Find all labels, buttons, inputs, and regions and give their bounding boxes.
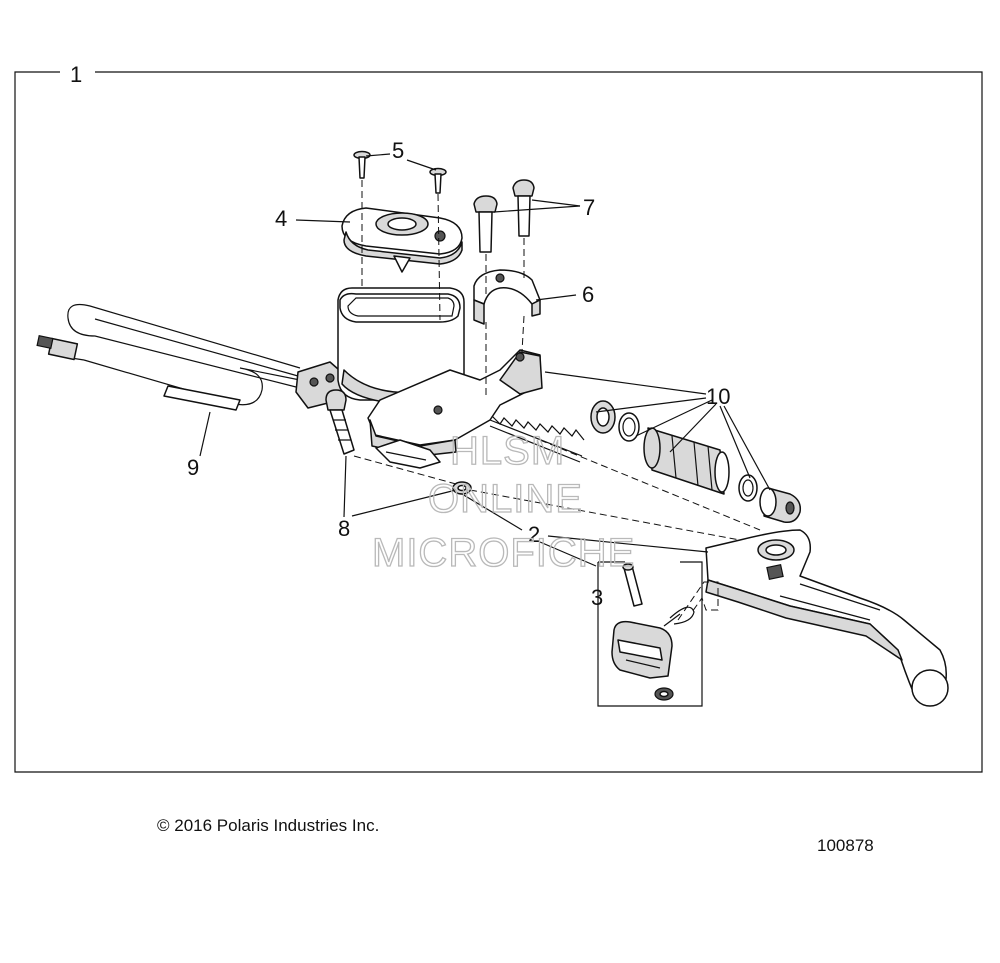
- assembly-frame: [14, 71, 983, 773]
- master-cylinder-body: [337, 287, 543, 469]
- leader-lines: [199, 153, 771, 567]
- part-3-adjuster-kit: [597, 561, 719, 707]
- callout-8: 8: [338, 516, 350, 541]
- callout-1: 1: [70, 62, 82, 87]
- part-10-piston-kit: [489, 400, 802, 524]
- callout-2: 2: [528, 522, 540, 547]
- callout-9: 9: [187, 455, 199, 480]
- watermark-line-2: ONLINE: [428, 477, 583, 521]
- copyright-text: © 2016 Polaris Industries Inc.: [157, 816, 380, 835]
- part-8-pivot-bolt: [325, 389, 472, 495]
- watermark-line-1: HLSM: [450, 429, 565, 473]
- part-7-clamp-bolts: [473, 179, 535, 253]
- callout-7: 7: [583, 195, 595, 220]
- part-9-brake-switch-harness: [36, 303, 301, 411]
- callout-3: 3: [591, 585, 603, 610]
- part-5-cover-screws: [353, 150, 447, 194]
- assembly-guide-lines: [353, 180, 761, 541]
- part-4-reservoir-cover: [341, 207, 463, 273]
- callout-6: 6: [582, 282, 594, 307]
- part-6-handlebar-clamp: [473, 269, 541, 325]
- callout-5: 5: [392, 138, 404, 163]
- drawing-number: 100878: [817, 836, 874, 855]
- callout-4: 4: [275, 206, 287, 231]
- callout-10: 10: [706, 384, 730, 409]
- watermark-line-3: MICROFICHE: [372, 531, 635, 575]
- part-2-brake-lever: [705, 529, 949, 707]
